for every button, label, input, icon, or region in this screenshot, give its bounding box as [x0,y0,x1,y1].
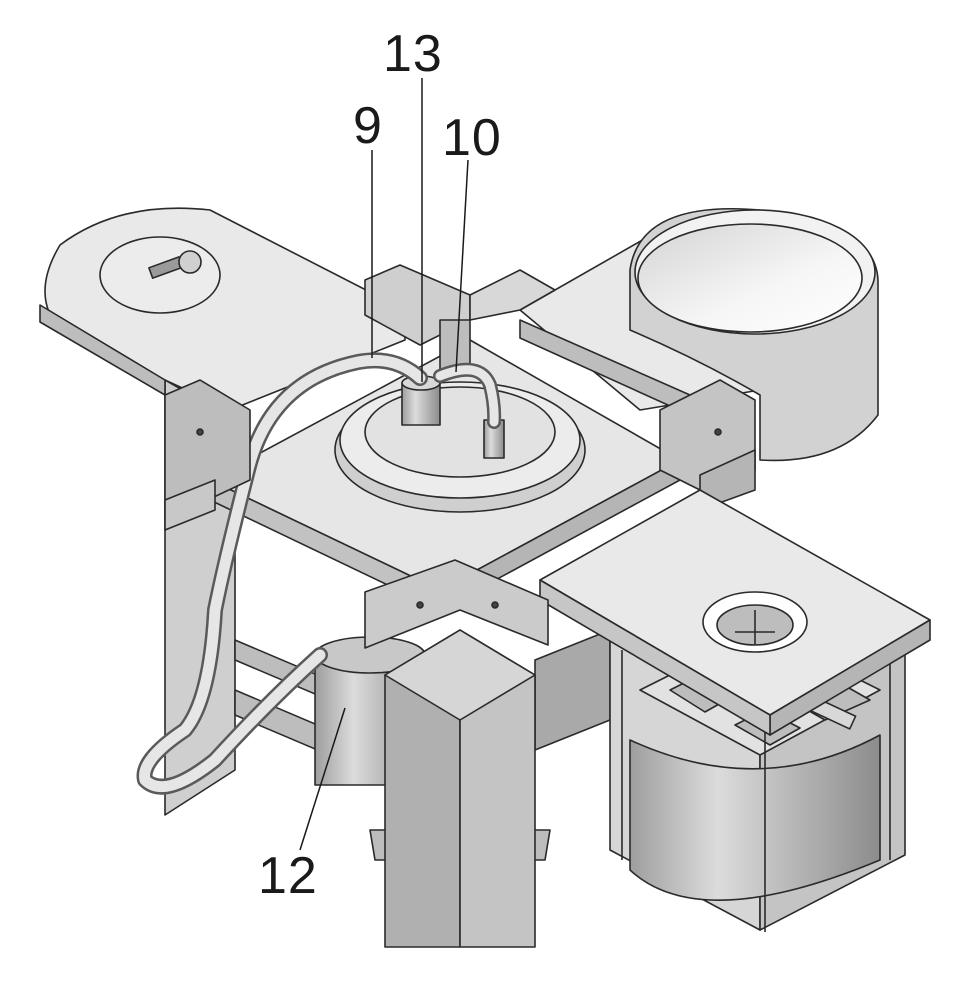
callout-10: 10 [442,109,502,167]
hose-tube [136,352,502,795]
leader-10 [455,159,469,373]
right-bracket [659,379,756,511]
back-bracket [364,264,556,371]
right-bowl-arm [519,207,879,462]
left-bracket [164,379,251,531]
callout-13: 13 [383,25,443,83]
leader-12 [299,707,346,851]
callout-9: 9 [353,97,383,155]
left-arm-platform [39,207,406,411]
turntable [334,381,586,513]
front-column [364,559,549,948]
leader-lines [299,78,469,851]
callout-12: 12 [258,847,318,905]
front-right-arm [539,489,931,736]
